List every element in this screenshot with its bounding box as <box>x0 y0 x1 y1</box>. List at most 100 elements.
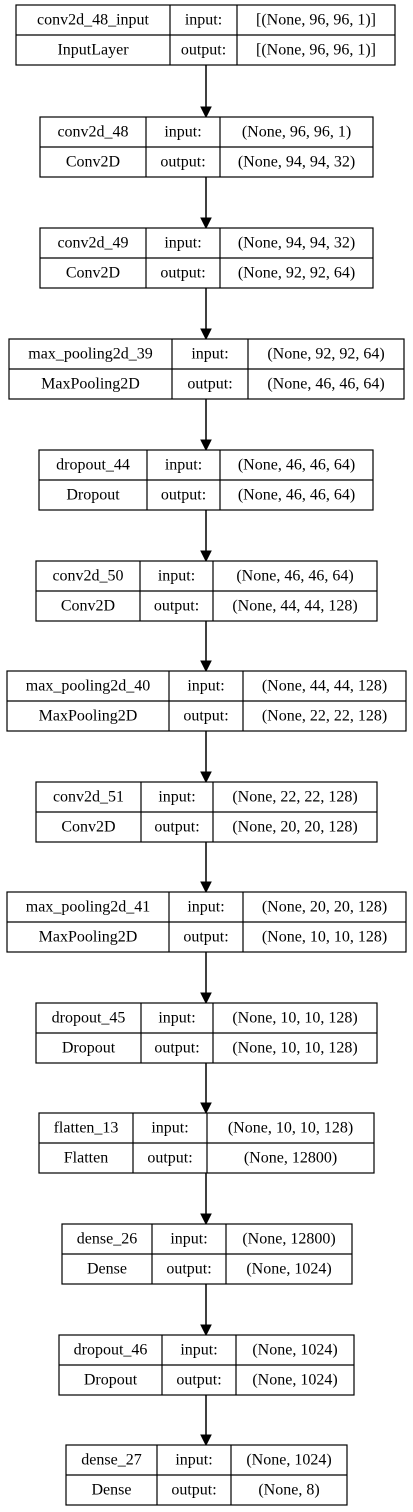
layer-name: max_pooling2d_41 <box>26 899 150 916</box>
arrow-head <box>200 1324 212 1337</box>
output-shape: (None, 94, 94, 32) <box>238 154 355 171</box>
layer-name: max_pooling2d_39 <box>28 346 152 363</box>
input-label: input: <box>164 124 201 141</box>
output-label: output: <box>154 598 199 615</box>
input-label: input: <box>170 1231 207 1248</box>
layer-name: conv2d_51 <box>53 789 124 806</box>
layer-type: Dropout <box>84 1372 138 1389</box>
output-shape: (None, 1024) <box>252 1372 337 1389</box>
input-label: input: <box>191 346 228 363</box>
arrow-head <box>200 992 212 1005</box>
layer-name: conv2d_49 <box>57 235 128 252</box>
input-label: input: <box>158 789 195 806</box>
arrow-head <box>200 1102 212 1115</box>
layer-name: conv2d_50 <box>52 568 123 585</box>
input-shape: (None, 10, 10, 128) <box>228 1120 353 1137</box>
input-shape: (None, 96, 96, 1) <box>242 124 351 141</box>
input-shape: (None, 22, 22, 128) <box>232 789 357 806</box>
layer-name: dropout_45 <box>52 1010 126 1027</box>
connection-arrow <box>200 1063 212 1115</box>
arrow-head <box>200 660 212 673</box>
layer-type: Flatten <box>64 1150 108 1167</box>
arrow-head <box>200 1434 212 1447</box>
output-shape: (None, 10, 10, 128) <box>262 929 387 946</box>
output-label: output: <box>183 929 228 946</box>
output-label: output: <box>171 1482 216 1499</box>
layer-name: max_pooling2d_40 <box>26 678 150 695</box>
input-shape: (None, 12800) <box>242 1231 335 1248</box>
layer-name: dense_27 <box>81 1452 141 1469</box>
input-shape: (None, 20, 20, 128) <box>262 899 387 916</box>
output-shape: (None, 92, 92, 64) <box>238 265 355 282</box>
arrow-head <box>200 106 212 119</box>
arrow-head <box>200 328 212 341</box>
input-shape: (None, 1024) <box>252 1342 337 1359</box>
connection-arrow <box>200 842 212 894</box>
output-shape: [(None, 96, 96, 1)] <box>256 42 376 59</box>
input-shape: (None, 1024) <box>246 1452 331 1469</box>
arrow-head <box>200 1213 212 1226</box>
output-label: output: <box>187 376 232 393</box>
connection-arrow <box>200 65 212 119</box>
output-label: output: <box>181 42 226 59</box>
layer-name: dense_26 <box>77 1231 137 1248</box>
arrow-head <box>200 550 212 563</box>
arrow-head <box>200 881 212 894</box>
arrow-head <box>200 439 212 452</box>
input-shape: (None, 94, 94, 32) <box>238 235 355 252</box>
connection-arrow <box>200 399 212 452</box>
connection-arrow <box>200 621 212 673</box>
output-label: output: <box>147 1150 192 1167</box>
output-label: output: <box>160 154 205 171</box>
layer-type: Conv2D <box>66 154 120 171</box>
input-label: input: <box>175 1452 212 1469</box>
layer-type: Conv2D <box>66 265 120 282</box>
output-shape: (None, 20, 20, 128) <box>232 819 357 836</box>
input-shape: (None, 46, 46, 64) <box>238 457 355 474</box>
connection-arrow <box>200 952 212 1005</box>
layer-type: MaxPooling2D <box>41 376 140 393</box>
layer-type: Dropout <box>66 487 120 504</box>
layer-type: Dropout <box>62 1040 116 1057</box>
layer-type: MaxPooling2D <box>39 929 138 946</box>
output-shape: (None, 1024) <box>246 1261 331 1278</box>
layer-type: Conv2D <box>61 598 115 615</box>
input-label: input: <box>151 1120 188 1137</box>
input-label: input: <box>164 235 201 252</box>
input-shape: (None, 46, 46, 64) <box>236 568 353 585</box>
output-label: output: <box>154 1040 199 1057</box>
input-shape: [(None, 96, 96, 1)] <box>256 12 376 29</box>
input-label: input: <box>187 899 224 916</box>
connection-arrow <box>200 1395 212 1447</box>
connection-arrow <box>200 510 212 563</box>
layer-type: Conv2D <box>61 819 115 836</box>
output-shape: (None, 12800) <box>244 1150 337 1167</box>
layer-node: conv2d_48_inputInputLayerinput:output:[(… <box>15 4 396 66</box>
layer-name: conv2d_48_input <box>37 12 150 29</box>
connection-arrow <box>200 731 212 784</box>
output-shape: (None, 44, 44, 128) <box>232 598 357 615</box>
input-shape: (None, 92, 92, 64) <box>267 346 384 363</box>
connection-arrow <box>200 1284 212 1337</box>
output-label: output: <box>154 819 199 836</box>
layer-type: InputLayer <box>57 42 129 59</box>
output-shape: (None, 10, 10, 128) <box>232 1040 357 1057</box>
output-shape: (None, 22, 22, 128) <box>262 708 387 725</box>
output-shape: (None, 8) <box>258 1482 319 1499</box>
layer-name: dropout_44 <box>56 457 130 474</box>
connection-arrow <box>200 177 212 230</box>
output-label: output: <box>161 487 206 504</box>
layer-node: max_pooling2d_40MaxPooling2Dinput:output… <box>6 670 407 732</box>
